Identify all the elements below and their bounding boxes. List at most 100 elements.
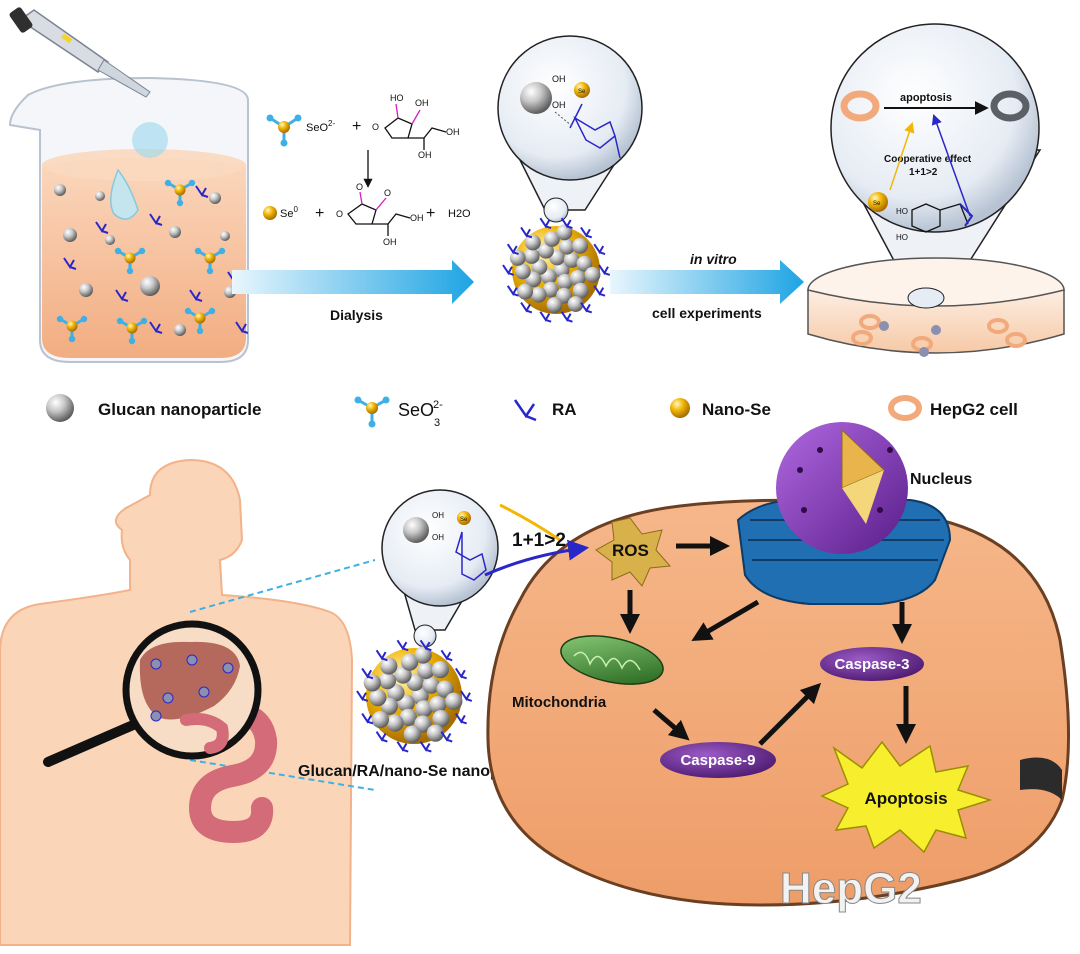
gray-sphere-icon [445,692,463,710]
svg-text:Se0: Se0 [280,205,298,220]
bottom-inset-oh-bottom: OH [432,533,444,542]
gray-sphere-icon [378,672,397,690]
apoptosis-burst [820,740,993,854]
gray-sphere-icon [46,394,74,422]
ra-molecule-icon [375,649,388,662]
selenite-molecule-icon [164,179,196,207]
se-sphere-icon [574,82,590,98]
gray-sphere-icon [169,226,181,238]
beaker [8,76,249,363]
gold-sphere-icon [670,398,690,418]
gray-sphere-icon [542,281,559,298]
gray-sphere-icon [79,283,93,297]
ra-molecule-icon [593,243,606,256]
ra-molecule-icon [396,639,409,652]
gray-sphere-icon [380,657,398,675]
gray-sphere-icon [567,296,584,312]
apoptotic-cell-icon [990,90,1030,122]
water-label: H2O [448,208,471,220]
dialysis-arrow [232,260,474,304]
synergy-label: 1+1>2 [512,530,566,551]
droplet-icon [132,122,168,158]
legend-seo: SeO [398,400,434,420]
ra-molecule-icon [520,301,533,314]
gray-sphere-icon [386,714,404,732]
beaker-particles [54,179,249,345]
in-vitro-label: in vitro [690,251,737,267]
ra-molecule-icon [95,221,109,234]
dish-se-label: Se [873,201,881,207]
gray-sphere-icon [569,269,586,286]
gray-sphere-icon [517,283,534,300]
ra-molecule-icon [440,731,453,743]
svg-text:SeO2-: SeO2- [398,399,443,420]
gray-sphere-icon [363,674,381,692]
gray-sphere-icon [432,709,450,728]
gray-sphere-icon [544,231,560,247]
gray-sphere-icon [426,724,445,742]
oh-label-2: OH [446,127,460,137]
nanoparticle-dot [919,347,929,357]
gray-sphere-icon [584,266,601,283]
caspase-9-label: Caspase-9 [680,752,755,769]
glucan-sphere-icon [520,82,552,114]
dish-ho-label-1: HO [896,207,908,216]
selenite-molecule-icon [184,307,216,335]
se-sphere-icon-2 [868,192,888,212]
ra-molecule-icon [506,243,519,256]
gray-sphere-icon [436,680,454,698]
ra-molecule-icon [440,649,453,662]
caspase-3-label: Caspase-3 [834,656,909,673]
gray-sphere-icon [576,255,593,272]
legend: Glucan nanoparticle SeO2- 3 RA Nano-Se H… [46,394,1018,429]
nanoparticle-dot [222,662,234,674]
legend-glucan: Glucan nanoparticle [98,400,261,419]
selenite-molecule-icon [114,247,146,275]
ra-molecule-icon [455,667,467,680]
ra-molecule-icon [419,741,432,753]
bottom-inset-se: Se [460,517,468,523]
gray-sphere-icon [400,653,419,671]
bottom-nanoparticle-inset: Se OH OH [381,489,499,648]
ra-molecule-icon [235,321,249,334]
ra-molecule-icon [149,213,163,226]
ra-molecule-icon [115,289,129,302]
zoom-line-top [189,559,376,613]
gray-sphere-icon [546,297,563,313]
oh-label-3: OH [418,150,432,160]
nanoparticle-dot [931,325,941,335]
dehydroascorbic-acid-structure [347,191,411,236]
gray-sphere-icon [63,228,77,242]
ra-molecule-icon [580,301,593,314]
gray-sphere-icon [572,282,589,299]
bottom-inset-oh-top: OH [432,511,444,520]
oh-label-5: OH [383,237,397,247]
nanoparticle-cluster-2 [356,639,473,753]
mitochondria [560,635,664,685]
o-label-4: O [336,209,343,219]
synergy-blue-arrow [484,539,590,577]
gray-sphere-icon [514,263,531,280]
in-vitro-arrow [610,260,804,304]
gray-sphere-icon [538,242,554,259]
hepg2-title: HepG2 [780,864,922,913]
nanoparticle-inset: Se OH OH [497,35,643,223]
gray-sphere-icon [95,191,105,201]
reaction-scheme: SeO2- + HO OH O OH OH Se0 + O O O OH OH [263,93,471,247]
ra-molecule-icon [63,257,77,270]
ra-molecule-icon [361,713,374,725]
gray-sphere-icon [54,184,66,196]
arrow-nucleus-mito [691,599,760,642]
gray-sphere-icon [531,259,548,275]
pathway-arrows [620,536,916,746]
gray-sphere-icon [572,237,589,254]
ra-molecule-icon [513,399,537,422]
gray-sphere-icon [371,710,389,729]
gray-sphere-icon [369,688,387,707]
petri-dish [807,23,1065,354]
ascorbic-acid-structure [384,103,447,150]
o-label-3: O [384,188,391,198]
gray-sphere-icon [140,276,160,296]
hepg2-cell-icon [987,318,1009,334]
